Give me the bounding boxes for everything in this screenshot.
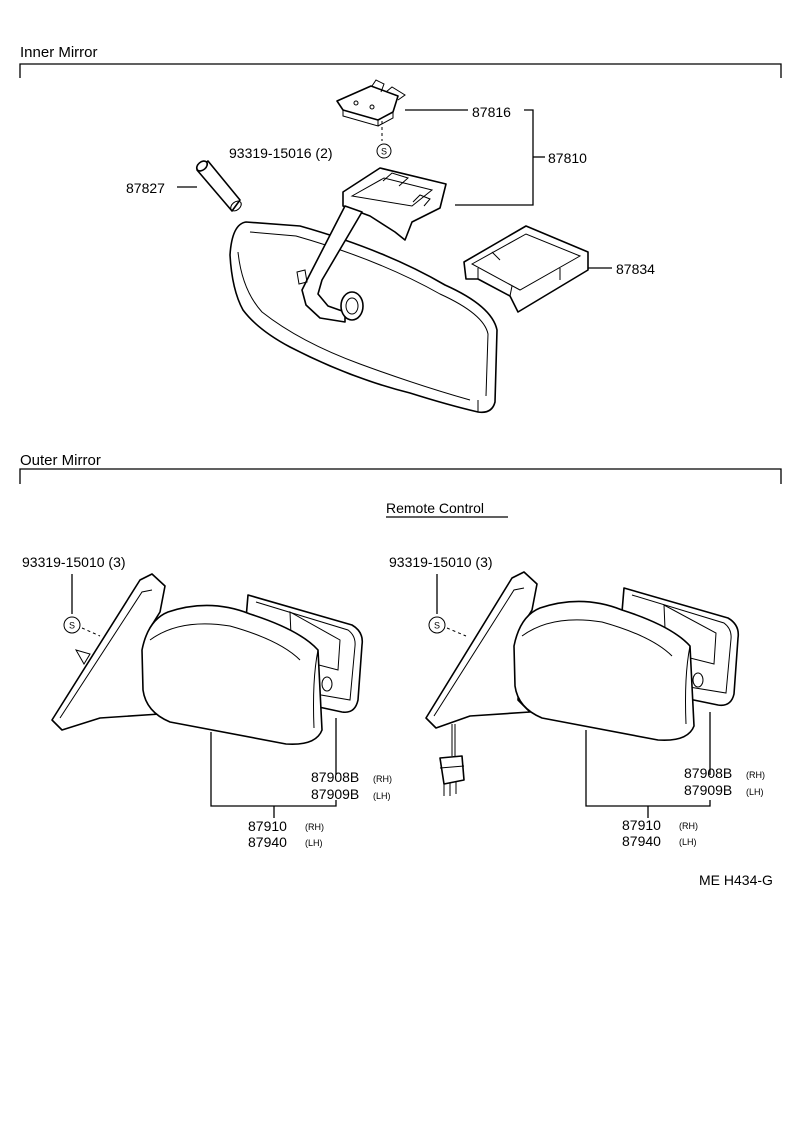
- remote-control-connector: [439, 724, 465, 796]
- inner-mirror-body: [229, 221, 498, 414]
- right-assy-rh: 87910: [622, 817, 661, 833]
- right-assy-lh-side: (LH): [679, 837, 697, 847]
- right-glass-lh: 87909B: [684, 782, 732, 798]
- bracket-87810: [455, 109, 534, 206]
- outer-mirror-section: Outer Mirror Remote Control 93319-15010 …: [19, 452, 782, 850]
- left-assy-lh-side: (LH): [305, 838, 323, 848]
- left-assy-rh-side: (RH): [305, 822, 324, 832]
- outer-mirror-title: Outer Mirror: [20, 452, 101, 469]
- mirror-holder-plate: [336, 79, 406, 127]
- label-87810: 87810: [548, 150, 587, 166]
- outer-mirror-left: 93319-15010 (3) S: [22, 554, 392, 850]
- left-screw-symbol: S: [63, 616, 81, 634]
- right-screw-label: 93319-15010 (3): [389, 554, 493, 570]
- drawing-code: ME H434-G: [699, 872, 773, 888]
- left-screw-mark: S: [69, 621, 75, 631]
- inner-mirror-title: Inner Mirror: [20, 44, 98, 61]
- mirror-pivot-knob: [340, 291, 364, 321]
- remote-control-title: Remote Control: [386, 500, 484, 516]
- left-assy-rh: 87910: [248, 818, 287, 834]
- left-assy-lh: 87940: [248, 834, 287, 850]
- left-glass-lh: 87909B: [311, 786, 359, 802]
- label-87827: 87827: [126, 180, 165, 196]
- right-glass-rh: 87908B: [684, 765, 732, 781]
- label-87816: 87816: [472, 104, 511, 120]
- mirror-cover: [463, 225, 589, 313]
- left-glass-rh-side: (RH): [373, 774, 392, 784]
- right-assy-rh-side: (RH): [679, 821, 698, 831]
- right-assy-lh: 87940: [622, 833, 661, 849]
- label-93319-15016: 93319-15016 (2): [229, 145, 333, 161]
- outer-mirror-right: 93319-15010 (3) S: [389, 554, 765, 849]
- inner-mirror-section: Inner Mirror S 93319-15016 (2) 87816 878…: [19, 44, 782, 414]
- left-mirror-housing: [141, 604, 333, 746]
- inner-screw-symbol: S: [376, 143, 392, 159]
- left-glass-rh: 87908B: [311, 769, 359, 785]
- outer-section-bracket: [19, 468, 782, 484]
- right-screw-mark: S: [434, 621, 440, 631]
- label-87834: 87834: [616, 261, 655, 277]
- right-mirror-housing: [513, 600, 704, 742]
- inner-section-bracket: [19, 63, 782, 78]
- inner-screw-mark: S: [381, 147, 387, 157]
- right-screw-symbol: S: [428, 616, 446, 634]
- left-glass-lh-side: (LH): [373, 791, 391, 801]
- right-glass-lh-side: (LH): [746, 787, 764, 797]
- left-screw-label: 93319-15010 (3): [22, 554, 126, 570]
- right-glass-rh-side: (RH): [746, 770, 765, 780]
- mirror-lamp-bulb: [195, 160, 242, 212]
